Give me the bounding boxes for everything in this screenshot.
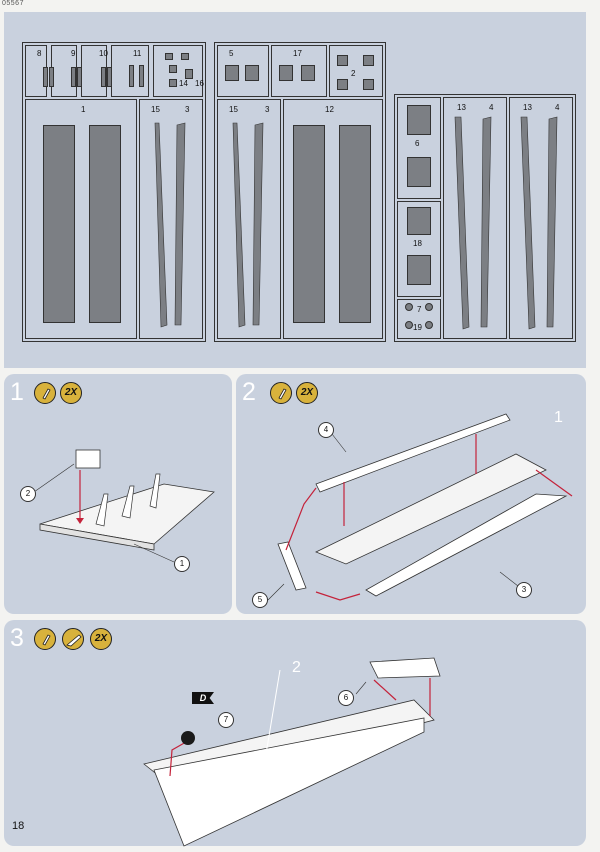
glue-icon	[34, 628, 56, 650]
step-2-diagram	[267, 413, 573, 601]
sprue-frame-a: 8 9 10 11 14 16 1 15 3	[22, 42, 206, 342]
part-number: 14	[179, 79, 188, 88]
part-number: 16	[195, 79, 204, 88]
side-rail-parts	[454, 116, 492, 330]
decal-flag-icon: D	[192, 692, 214, 704]
knife-icon	[62, 628, 84, 650]
page-number: 18	[12, 820, 25, 832]
part-number: 17	[293, 49, 302, 58]
side-rail-parts	[232, 122, 264, 328]
part-number: 4	[489, 103, 494, 112]
part-callout: 7	[218, 712, 234, 728]
step-number: 1	[10, 378, 24, 406]
part-number: 1	[81, 105, 86, 114]
part-number: 15	[229, 105, 238, 114]
decal-label: D	[199, 693, 207, 703]
part-callout: 6	[338, 690, 354, 706]
part-number: 2	[351, 69, 356, 78]
parts-sprue-area: 8 9 10 11 14 16 1 15 3	[4, 12, 586, 368]
step-number: 3	[10, 624, 24, 652]
part-callout: 5	[252, 592, 268, 608]
part-number: 3	[185, 105, 190, 114]
part-number: 7	[417, 305, 422, 314]
glue-icon	[270, 382, 292, 404]
part-callout: 4	[318, 422, 334, 438]
part-number: 6	[415, 139, 420, 148]
kit-reference-code: 05567	[2, 0, 24, 7]
step-1-panel: 1 2X 2 1	[4, 374, 232, 614]
sprue-frame-c: 6 18 7 19 13 4 13 4	[394, 94, 576, 342]
part-callout: 2	[20, 486, 36, 502]
part-callout: 1	[174, 556, 190, 572]
part-number: 10	[99, 49, 108, 58]
assembly-label: 2	[292, 659, 301, 676]
part-number: 13	[457, 103, 466, 112]
part-number: 19	[413, 323, 422, 332]
assembly-label: 1	[554, 409, 563, 426]
part-number: 9	[71, 49, 76, 58]
part-number: 13	[523, 103, 532, 112]
part-number: 11	[133, 49, 142, 58]
part-callout: 3	[516, 582, 532, 598]
step-3-panel: 3 2X 2 D 6 7	[4, 620, 586, 847]
quantity-badge: 2X	[90, 628, 112, 650]
step-number: 2	[242, 378, 256, 406]
side-rail-parts	[154, 122, 186, 328]
part-number: 8	[37, 49, 42, 58]
part-number: 5	[229, 49, 234, 58]
side-rail-parts	[520, 116, 558, 330]
quantity-badge: 2X	[60, 382, 82, 404]
part-number: 4	[555, 103, 560, 112]
part-number: 15	[151, 105, 160, 114]
glue-icon	[34, 382, 56, 404]
part-number: 12	[325, 105, 334, 114]
step-1-diagram	[33, 449, 215, 563]
step-2-panel: 2 2X 1 4 5 3	[236, 374, 586, 614]
quantity-badge: 2X	[296, 382, 318, 404]
sprue-frame-b: 5 17 2 15 3 12	[214, 42, 386, 342]
part-number: 18	[413, 239, 422, 248]
step-3-diagram	[143, 657, 441, 847]
part-number: 3	[265, 105, 270, 114]
